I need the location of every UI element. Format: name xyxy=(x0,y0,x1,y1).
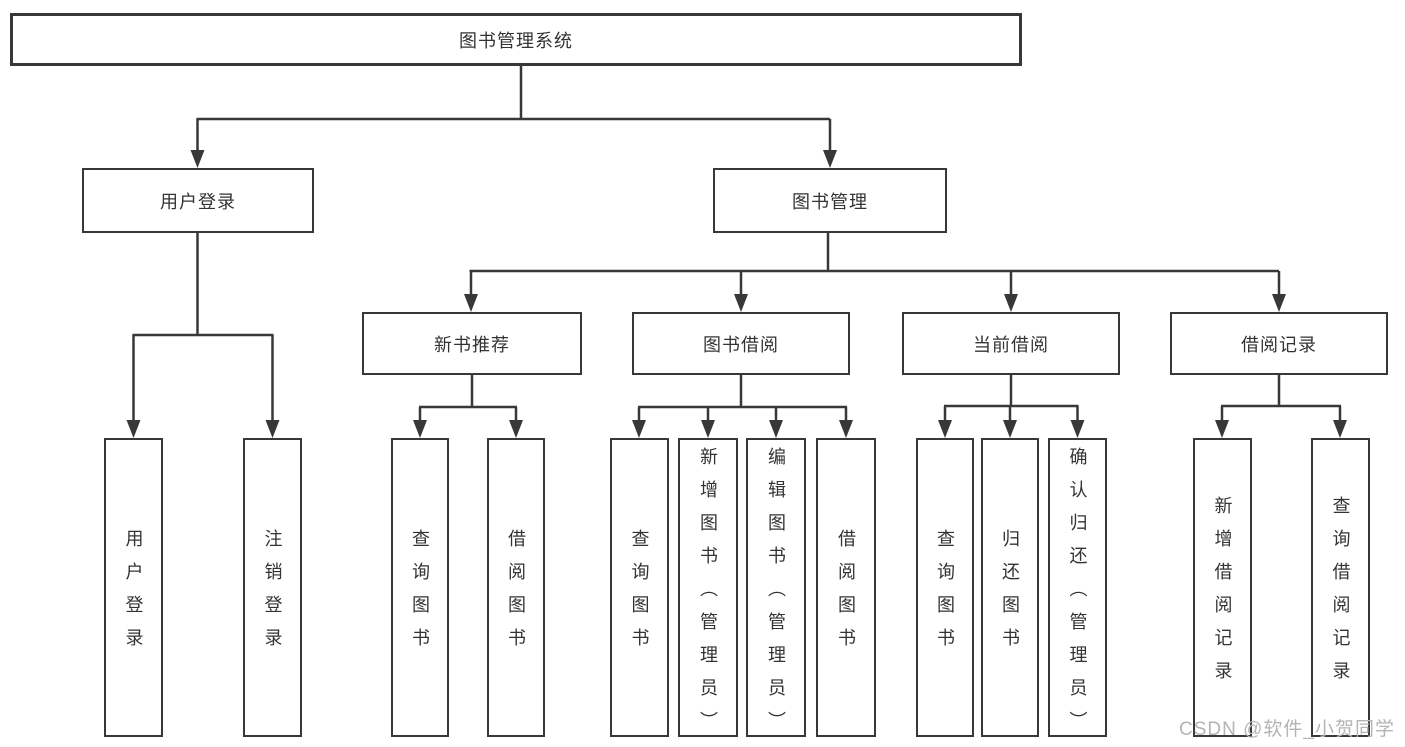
node-user-login: 用户登录 xyxy=(82,168,314,233)
leaf-confirm-return-admin: 确认归还（管理员） xyxy=(1048,438,1107,744)
node-label: 新书推荐 xyxy=(434,334,510,355)
leaf-query-borrow-record: 查询借阅记录 xyxy=(1311,438,1370,737)
node-label: 注销登录 xyxy=(262,529,283,661)
node-label: 确认归还（管理员） xyxy=(1067,446,1088,744)
node-label: 借阅记录 xyxy=(1241,334,1317,355)
leaf-edit-book-admin: 编辑图书（管理员） xyxy=(746,438,806,744)
node-book-management: 图书管理 xyxy=(713,168,947,233)
leaf-add-borrow-record: 新增借阅记录 xyxy=(1193,438,1252,737)
node-label: 查询借阅记录 xyxy=(1330,496,1351,694)
leaf-borrow-books-1: 借阅图书 xyxy=(487,438,545,737)
csdn-watermark: CSDN @软件_小贺同学 xyxy=(1179,719,1395,740)
connector-arrowheads xyxy=(126,150,1347,438)
leaf-user-login: 用户登录 xyxy=(104,438,163,737)
node-library-management-system: 图书管理系统 xyxy=(10,13,1022,66)
connector-shafts xyxy=(132,66,1342,422)
leaf-borrow-books-2: 借阅图书 xyxy=(816,438,876,737)
node-label: 新增图书（管理员） xyxy=(698,446,718,744)
leaf-add-book-admin: 新增图书（管理员） xyxy=(678,438,738,744)
node-label: 借阅图书 xyxy=(836,529,856,661)
leaf-logout: 注销登录 xyxy=(243,438,302,737)
leaf-query-books-3: 查询图书 xyxy=(916,438,974,737)
node-label: 用户登录 xyxy=(160,191,236,212)
node-label: 图书借阅 xyxy=(703,334,779,355)
node-label: 查询图书 xyxy=(629,529,650,661)
node-label: 图书管理 xyxy=(792,191,868,212)
leaf-return-book: 归还图书 xyxy=(981,438,1039,737)
node-label: 新增借阅记录 xyxy=(1212,496,1233,694)
node-label: 当前借阅 xyxy=(973,334,1049,355)
node-label: 查询图书 xyxy=(410,529,430,661)
node-label: 编辑图书（管理员） xyxy=(766,446,786,744)
node-label: 借阅图书 xyxy=(506,529,526,661)
node-label: 查询图书 xyxy=(935,529,955,661)
node-label: 用户登录 xyxy=(123,529,144,661)
node-label: 归还图书 xyxy=(1000,529,1020,661)
node-borrowing-records: 借阅记录 xyxy=(1170,312,1388,375)
node-new-book-recommend: 新书推荐 xyxy=(362,312,582,375)
node-book-borrowing: 图书借阅 xyxy=(632,312,850,375)
node-current-borrowing: 当前借阅 xyxy=(902,312,1120,375)
leaf-query-books-1: 查询图书 xyxy=(391,438,449,737)
leaf-query-books-2: 查询图书 xyxy=(610,438,669,737)
node-label: 图书管理系统 xyxy=(459,30,573,51)
